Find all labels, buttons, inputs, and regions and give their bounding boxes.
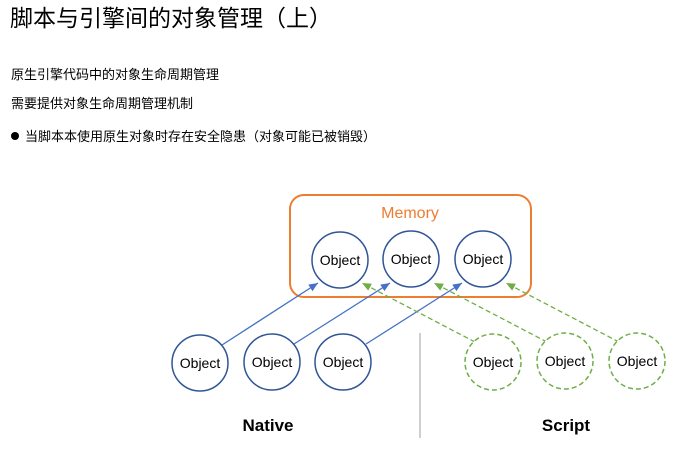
- memory-object-1: Object: [311, 231, 369, 289]
- svg-text:Object: Object: [473, 354, 514, 370]
- text-line-1: 原生引擎代码中的对象生命周期管理: [11, 67, 220, 82]
- svg-text:Object: Object: [463, 251, 504, 267]
- script-object-3: Object: [608, 332, 666, 390]
- native-pointer-3: [365, 282, 463, 345]
- native-object-3: Object: [314, 333, 372, 391]
- native-pointer-2: [293, 282, 391, 345]
- script-pointer-2: [433, 282, 548, 343]
- slide-title: 脚本与引擎间的对象管理（上）: [10, 5, 332, 31]
- script-pointer-1: [361, 282, 476, 343]
- script-object-1: Object: [464, 333, 522, 391]
- bullet-text: 当脚本本使用原生对象时存在安全隐患（对象可能已被销毁）: [25, 129, 377, 144]
- svg-text:Object: Object: [252, 354, 293, 370]
- svg-text:Object: Object: [323, 354, 364, 370]
- bullet-icon: [11, 132, 19, 140]
- native-pointer-1: [221, 282, 319, 346]
- memory-label: Memory: [381, 205, 439, 222]
- native-object-2: Object: [243, 333, 301, 391]
- svg-text:Object: Object: [391, 251, 432, 267]
- native-object-1: Object: [171, 334, 229, 392]
- bullet-line: 当脚本本使用原生对象时存在安全隐患（对象可能已被销毁）: [11, 128, 376, 146]
- svg-text:Object: Object: [180, 355, 221, 371]
- memory-object-3: Object: [454, 230, 512, 288]
- memory-object-2: Object: [382, 230, 440, 288]
- svg-text:Object: Object: [320, 252, 361, 268]
- text-line-2: 需要提供对象生命周期管理机制: [11, 96, 194, 111]
- script-pointer-3: [505, 282, 620, 343]
- svg-text:Object: Object: [545, 353, 586, 369]
- script-object-2: Object: [536, 332, 594, 390]
- native-label: Native: [242, 416, 293, 435]
- memory-box: [289, 194, 532, 298]
- svg-text:Object: Object: [617, 353, 658, 369]
- script-label: Script: [542, 416, 591, 435]
